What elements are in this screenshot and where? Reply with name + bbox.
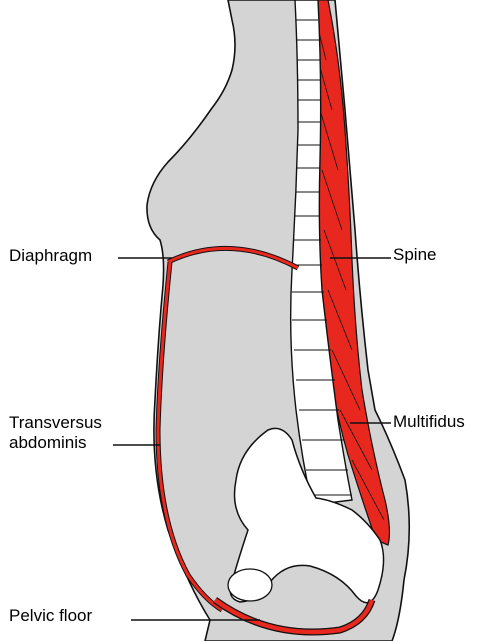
obturator-foramen <box>228 569 272 601</box>
diaphragm-label: Diaphragm <box>9 246 92 266</box>
transversus-abdominis-label: Transversus abdominis <box>9 413 102 453</box>
transversus-label-line2: abdominis <box>9 433 102 453</box>
spine-label: Spine <box>393 245 436 265</box>
multifidus-label: Multifidus <box>393 412 465 432</box>
pelvic-floor-label: Pelvic floor <box>9 606 92 626</box>
transversus-label-line1: Transversus <box>9 413 102 433</box>
